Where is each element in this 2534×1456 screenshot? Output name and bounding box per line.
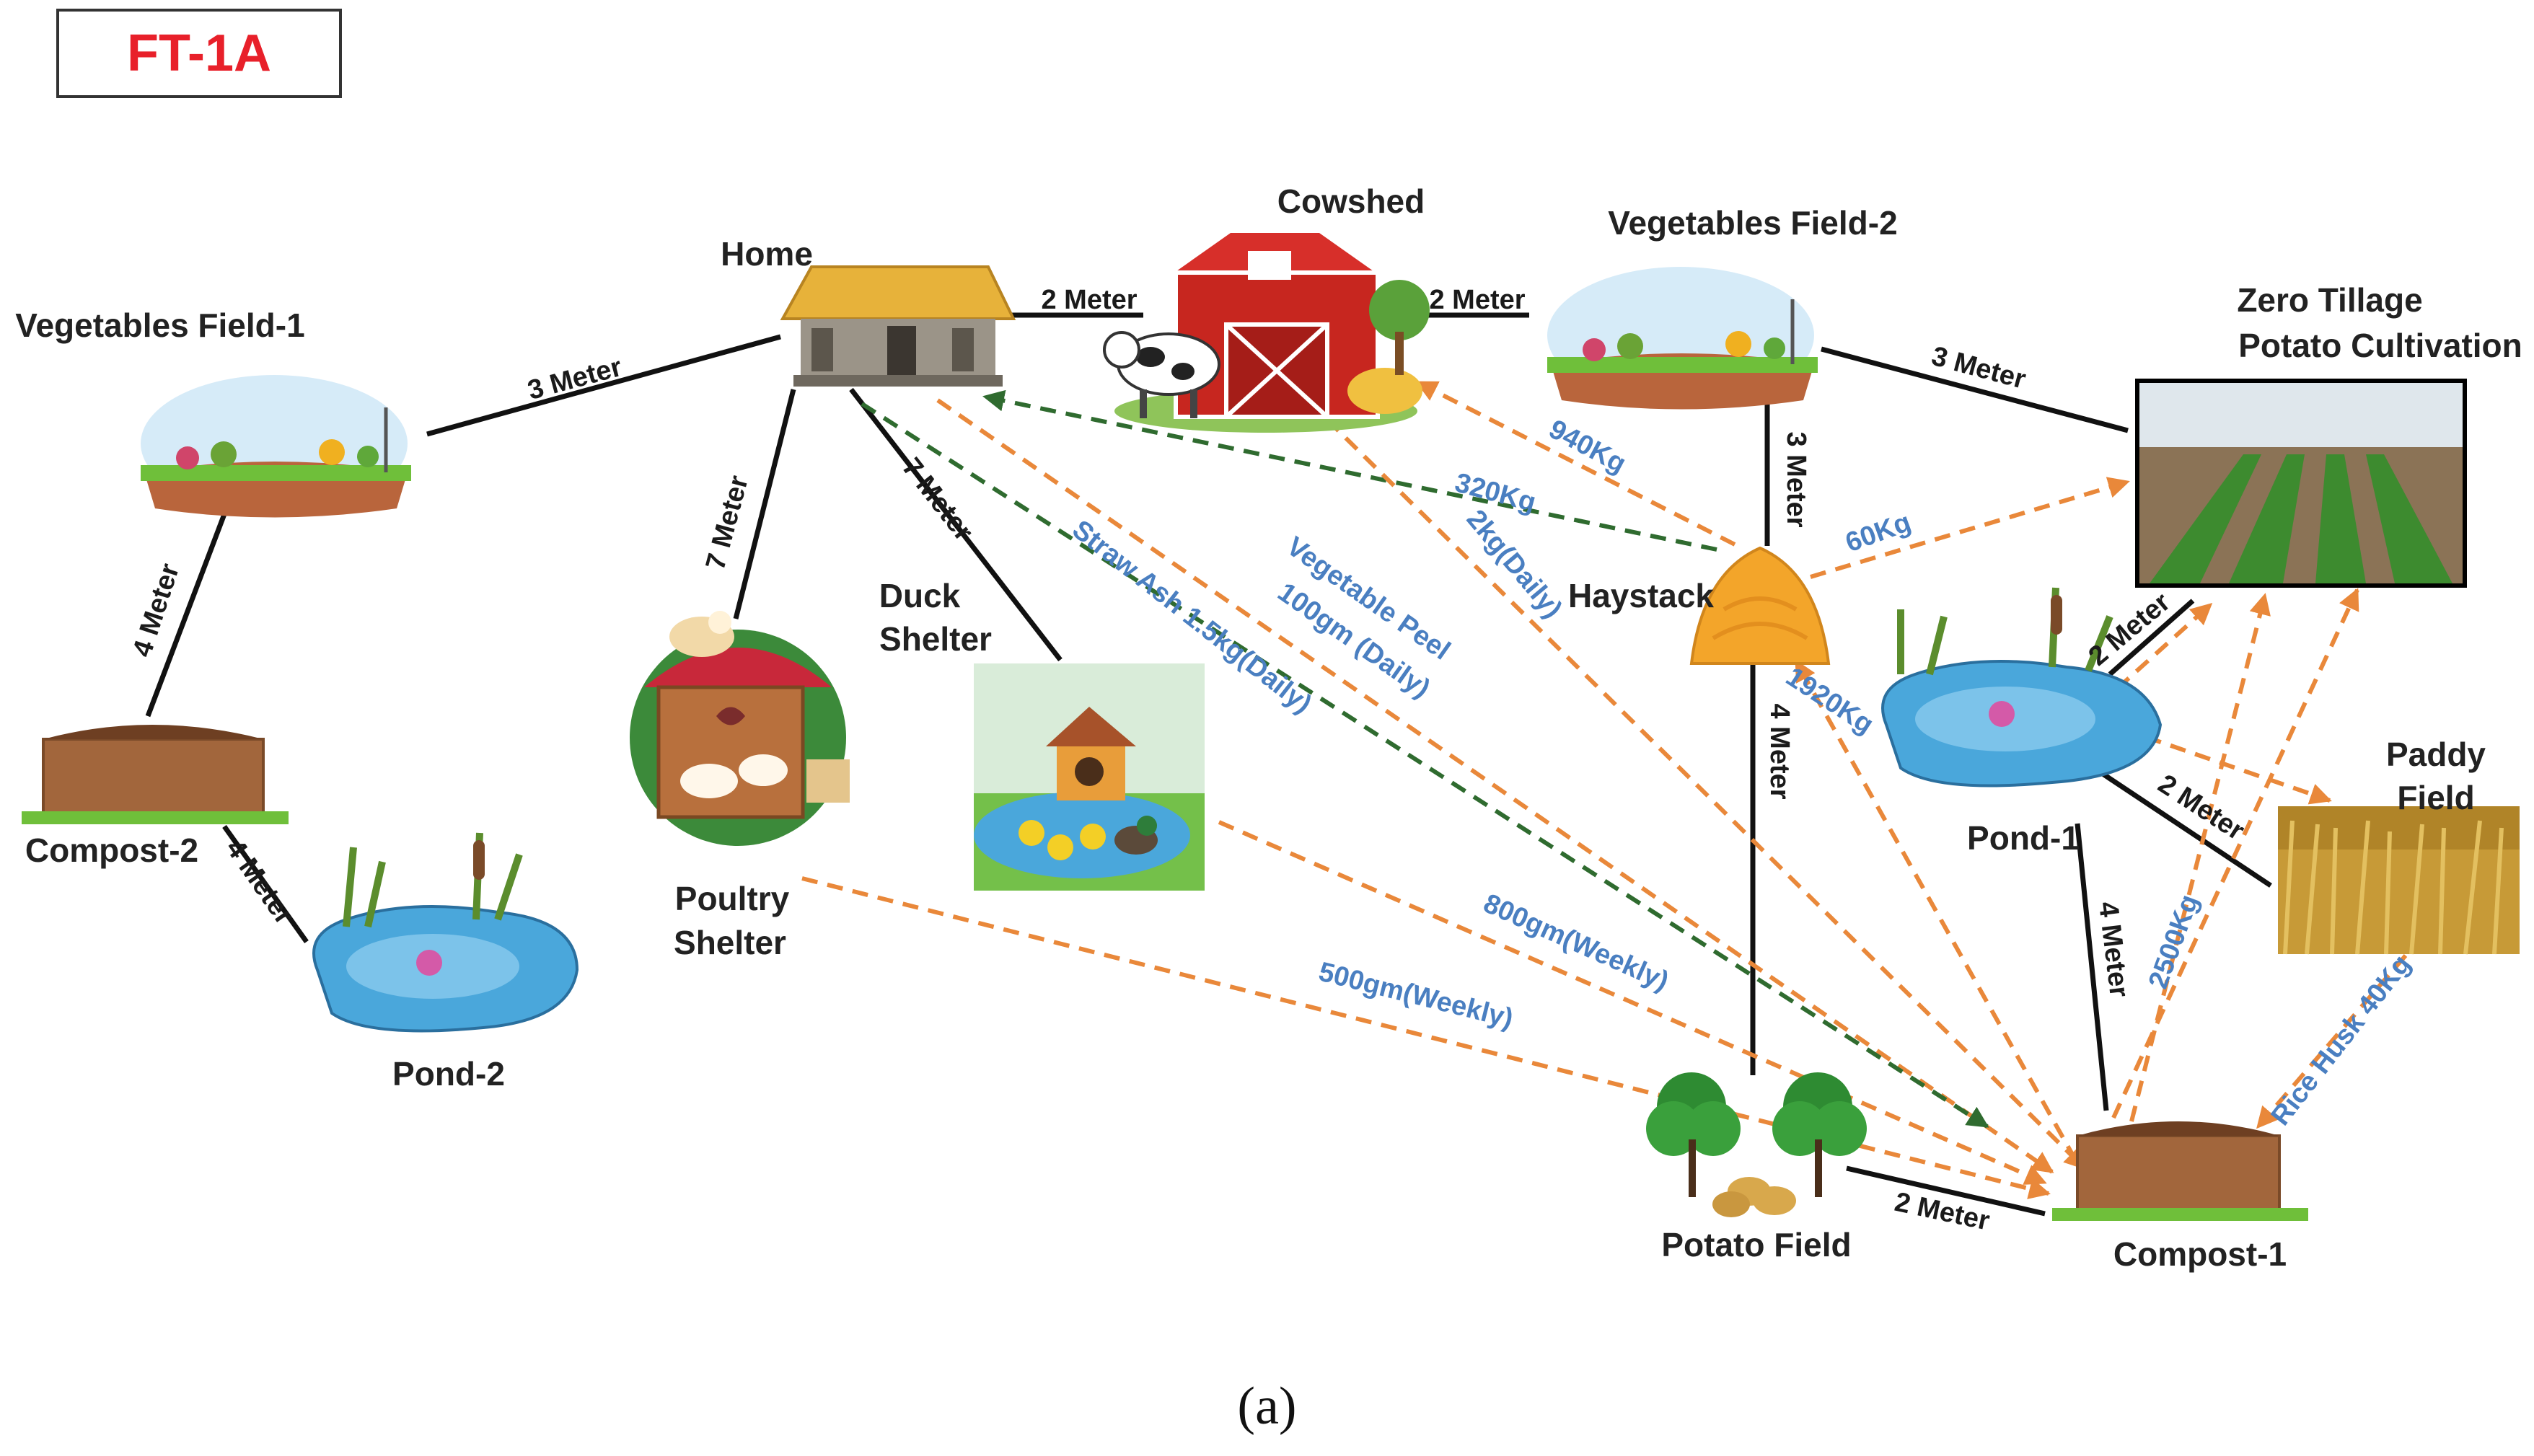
dist-cowshed-veg2: 2 Meter: [1429, 285, 1525, 315]
label-compost-1: Compost-1: [2113, 1235, 2287, 1273]
label-veg-field-2: Vegetables Field-2: [1608, 204, 1897, 242]
crop-field-photo-icon: [2135, 379, 2467, 588]
arrow-haystack-zero: [1810, 477, 2130, 579]
flow-hay-zero: 60Kg: [1842, 507, 1915, 558]
arrow-pond1-paddy: [2145, 735, 2332, 805]
arrow-compost1-haystack: [1794, 659, 2090, 1184]
line-zero-pond1: [2108, 599, 2195, 676]
flow-hay-home: 320Kg: [1452, 467, 1539, 518]
arrow-compost1-zero-2: [2111, 588, 2359, 1119]
flow-rice-husk: Rice Husk 40Kg: [2266, 950, 2417, 1131]
dist-veg2-zero: 3 Meter: [1928, 341, 2029, 395]
arrow-poultry-compost1: [801, 876, 2051, 1199]
label-duck-1: Duck: [879, 577, 961, 614]
label-poultry-1: Poultry: [675, 880, 790, 917]
arrow-compost1-zero: [2129, 593, 2271, 1122]
arrow-haystack-cowshed: [1415, 380, 1736, 547]
duck-house-icon: [974, 663, 1205, 891]
arrow-pond1-zero: [2115, 602, 2213, 691]
node-labels: Home Cowshed Vegetables Field-2 Zero Til…: [15, 182, 2522, 1273]
label-pond-2: Pond-2: [392, 1055, 505, 1093]
arrow-home-potato: [861, 402, 1989, 1129]
label-zero-tillage-1: Zero Tillage: [2237, 281, 2422, 319]
flow-poultry-weekly: 500gm(Weekly): [1316, 957, 1516, 1035]
label-veg-field-1: Vegetables Field-1: [15, 306, 304, 344]
line-veg2-zero: [1821, 346, 2129, 433]
arrow-haystack-home: [982, 389, 1717, 552]
dist-haystack-potato: 4 Meter: [1764, 703, 1795, 799]
figure-title: FT-1A: [126, 25, 271, 82]
label-duck-2: Shelter: [879, 620, 992, 658]
arrow-home-compost1: [936, 398, 2054, 1174]
label-poultry-2: Shelter: [674, 924, 786, 961]
flow-duck-weekly: 800gm(Weekly): [1479, 888, 1673, 997]
dist-veg2-haystack: 3 Meter: [1781, 431, 1811, 527]
dist-veg1-home: 3 Meter: [524, 352, 625, 406]
figure-title-box: FT-1A: [56, 9, 342, 98]
figure-caption: (a): [1237, 1377, 1297, 1436]
dist-home-duck: 7 Meter: [896, 452, 979, 547]
dist-pond1-paddy: 2 Meter: [2152, 769, 2250, 847]
arrow-cowshed-compost1: [1325, 418, 2087, 1170]
hut-icon: [780, 265, 1016, 387]
label-paddy-2: Field: [2397, 779, 2474, 816]
dist-pond1-compost1: 4 Meter: [2093, 900, 2134, 999]
label-compost-2: Compost-2: [25, 831, 198, 869]
distance-lines: [145, 312, 2272, 1217]
line-pond1-compost1: [2075, 823, 2109, 1111]
line-veg1-compost2: [145, 513, 227, 718]
line-compost2-pond2: [222, 824, 309, 944]
barn-icon: [1103, 229, 1430, 433]
pond-icon: [1881, 587, 2163, 787]
potato-plant-icon: [1646, 1072, 1867, 1217]
label-home: Home: [721, 235, 813, 273]
line-home-poultry: [733, 389, 796, 619]
label-potato-field: Potato Field: [1661, 1226, 1851, 1263]
line-veg1-home: [426, 334, 781, 437]
compost-heap-icon: [2052, 1121, 2308, 1221]
arrow-paddy-compost1: [2256, 954, 2408, 1129]
label-pond-1: Pond-1: [1967, 819, 2080, 857]
dist-home-cowshed: 2 Meter: [1041, 285, 1137, 315]
line-pond1-paddy: [2101, 772, 2272, 888]
paddy-field-photo-icon: [2278, 806, 2520, 955]
compost-heap-icon: [22, 725, 289, 824]
line-potato-compost1: [1846, 1165, 2046, 1217]
haystack-icon: [1689, 546, 1831, 665]
label-haystack: Haystack: [1568, 577, 1714, 614]
vegetable-garden-icon: [141, 375, 411, 518]
label-zero-tillage-2: Potato Cultivation: [2238, 327, 2522, 364]
vegetable-garden-icon: [1547, 267, 1818, 410]
label-cowshed: Cowshed: [1277, 182, 1425, 220]
line-home-duck: [849, 387, 1063, 662]
pond-icon: [312, 832, 579, 1033]
dist-home-poultry: 7 Meter: [700, 472, 755, 573]
dist-potato-compost1: 2 Meter: [1892, 1187, 1992, 1237]
dist-compost2-pond2: 4 Meter: [219, 834, 299, 930]
label-paddy-1: Paddy: [2386, 736, 2486, 773]
chicken-coop-icon: [630, 611, 850, 846]
arrow-duck-compost1: [1218, 820, 2047, 1185]
